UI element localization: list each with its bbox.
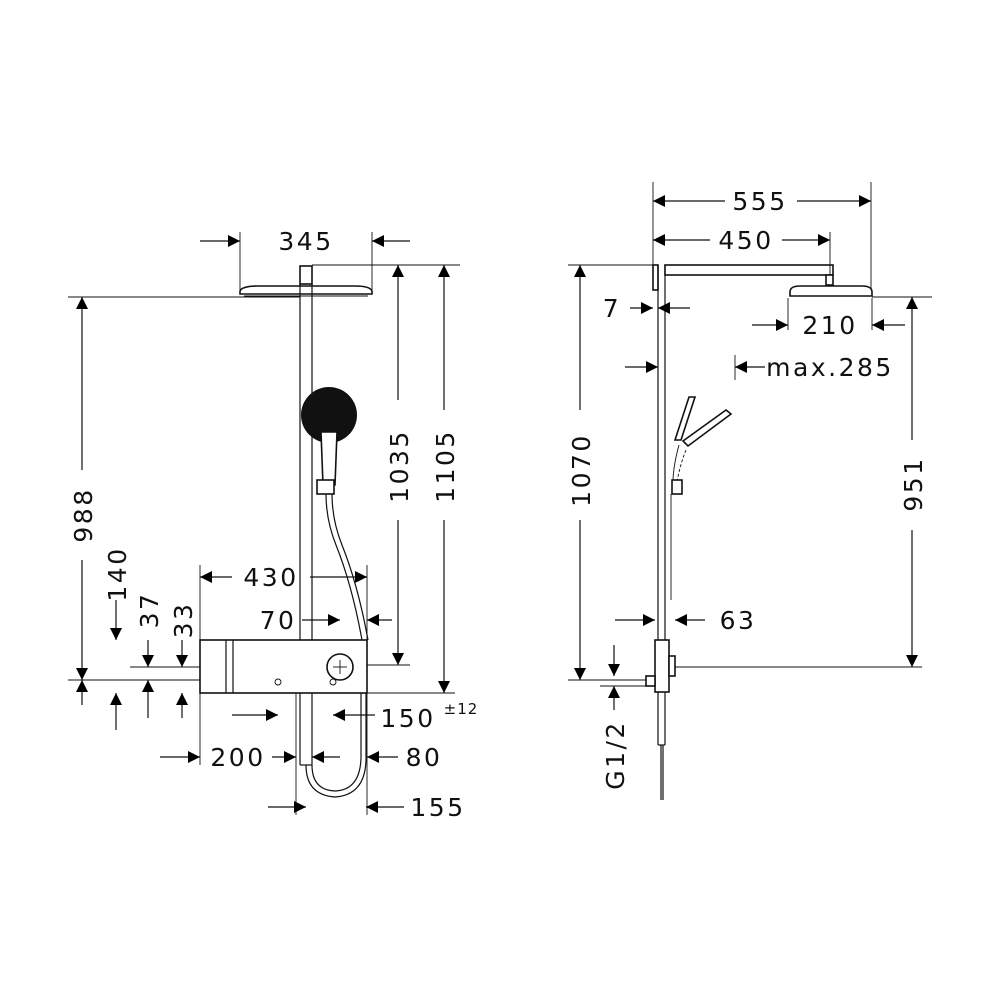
dim-430-label: 430 bbox=[243, 563, 298, 592]
dim-1070: 1070 bbox=[567, 265, 596, 680]
side-hand-showers bbox=[670, 396, 733, 600]
dim-150-tolerance: ±12 bbox=[444, 700, 479, 718]
dim-345: 345 bbox=[200, 227, 410, 256]
dim-951-label: 951 bbox=[899, 456, 928, 511]
dim-210-label: 210 bbox=[802, 311, 857, 340]
dim-450: 450 bbox=[653, 226, 830, 255]
dim-max-285-label: max.285 bbox=[766, 353, 894, 382]
shower-hose bbox=[305, 693, 367, 798]
dim-210: 210 bbox=[752, 311, 905, 340]
overhead-shower-head bbox=[239, 265, 373, 297]
dim-345-label: 345 bbox=[278, 227, 333, 256]
dim-1105: 1105 bbox=[431, 265, 460, 693]
dim-63-label: 63 bbox=[720, 606, 757, 635]
dim-450-label: 450 bbox=[718, 226, 773, 255]
dim-555: 555 bbox=[653, 187, 871, 216]
dim-430: 430 bbox=[200, 563, 367, 592]
dim-140-label: 140 bbox=[103, 546, 132, 601]
dim-80: 80 bbox=[312, 743, 443, 772]
dim-37: 37 bbox=[135, 592, 164, 718]
riser-pipe bbox=[299, 284, 313, 766]
dim-988: 988 bbox=[69, 297, 98, 705]
dim-70: 70 bbox=[260, 606, 392, 635]
dim-7-label: 7 bbox=[603, 294, 621, 323]
dim-140: 140 bbox=[103, 546, 132, 730]
dim-70-label: 70 bbox=[260, 606, 297, 635]
side-extension-lines bbox=[568, 182, 932, 681]
dim-37-label: 37 bbox=[135, 592, 164, 629]
dim-200-label: 200 bbox=[210, 743, 265, 772]
dim-200: 200 bbox=[160, 743, 296, 772]
side-thermostat bbox=[645, 639, 676, 693]
dim-555-label: 555 bbox=[732, 187, 787, 216]
dim-988-label: 988 bbox=[69, 487, 98, 542]
thermostat-box bbox=[199, 639, 368, 694]
dim-951: 951 bbox=[899, 297, 928, 667]
side-riser-pipe bbox=[652, 264, 666, 800]
dim-63: 63 bbox=[615, 606, 757, 635]
dim-1105-label: 1105 bbox=[431, 429, 460, 503]
dim-155: 155 bbox=[268, 793, 465, 822]
dim-1035-label: 1035 bbox=[385, 429, 414, 503]
side-view: 555 450 7 210 max.285 107 bbox=[567, 182, 932, 800]
dim-150-label: 150 bbox=[380, 704, 435, 733]
dim-g12-label: G1/2 bbox=[601, 720, 630, 790]
hand-shower bbox=[301, 387, 369, 641]
side-shower-arm bbox=[664, 264, 873, 297]
dim-g12: G1/2 bbox=[600, 645, 646, 790]
dim-1070-label: 1070 bbox=[567, 433, 596, 507]
dim-7: 7 bbox=[603, 294, 690, 323]
dim-150: 150 ±12 bbox=[232, 700, 479, 733]
dim-1035: 1035 bbox=[385, 265, 414, 665]
dim-155-label: 155 bbox=[410, 793, 465, 822]
front-view: 345 988 1035 1105 430 bbox=[68, 227, 479, 822]
dim-33-label: 33 bbox=[169, 602, 198, 639]
dim-33: 33 bbox=[169, 602, 198, 718]
dim-80-label: 80 bbox=[406, 743, 443, 772]
dim-max-285: max.285 bbox=[625, 353, 894, 382]
